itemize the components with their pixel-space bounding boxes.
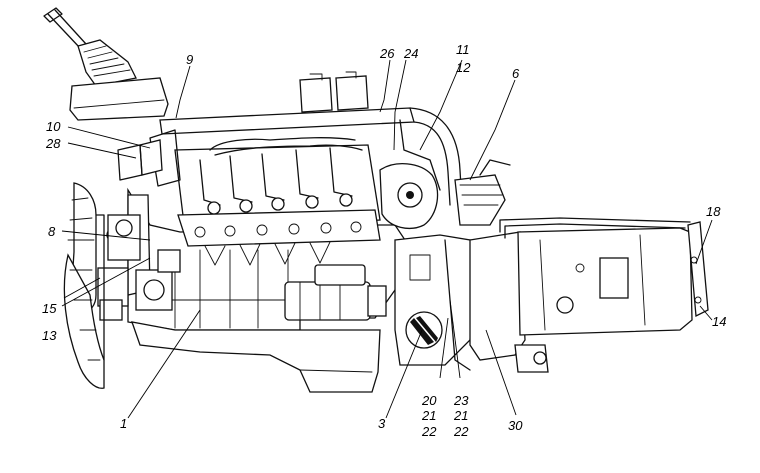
leader-lines <box>61 59 713 419</box>
callout-21a: 21 <box>421 408 436 423</box>
callout-12: 12 <box>456 60 471 75</box>
callout-22b: 22 <box>453 424 469 439</box>
callout-6: 6 <box>512 66 520 81</box>
gearbox <box>469 217 709 373</box>
callout-22a: 22 <box>421 424 437 439</box>
starter-motor <box>284 264 387 321</box>
callout-28: 28 <box>45 136 61 151</box>
intake-pipes <box>117 71 463 206</box>
callout-14: 14 <box>712 314 726 329</box>
callout-labels: 9 26 24 11 12 6 10 28 8 15 13 1 3 20 21 … <box>42 42 726 439</box>
callout-30: 30 <box>508 418 523 433</box>
callout-10: 10 <box>46 119 61 134</box>
callout-9: 9 <box>186 52 193 67</box>
turbocharger <box>379 159 511 229</box>
callout-24: 24 <box>403 46 418 61</box>
gear-shift-lever <box>43 7 169 121</box>
callout-20: 20 <box>421 393 437 408</box>
callout-18: 18 <box>706 204 721 219</box>
callout-21b: 21 <box>453 408 468 423</box>
valve-covers <box>174 137 381 266</box>
callout-13: 13 <box>42 328 57 343</box>
cooling-fan <box>63 182 105 389</box>
callout-23: 23 <box>453 393 469 408</box>
clutch-housing <box>394 234 476 371</box>
callout-1: 1 <box>120 416 127 431</box>
callout-11: 11 <box>456 42 470 57</box>
callout-15: 15 <box>42 301 57 316</box>
callout-3: 3 <box>378 416 386 431</box>
callout-8: 8 <box>48 224 56 239</box>
callout-26: 26 <box>379 46 395 61</box>
